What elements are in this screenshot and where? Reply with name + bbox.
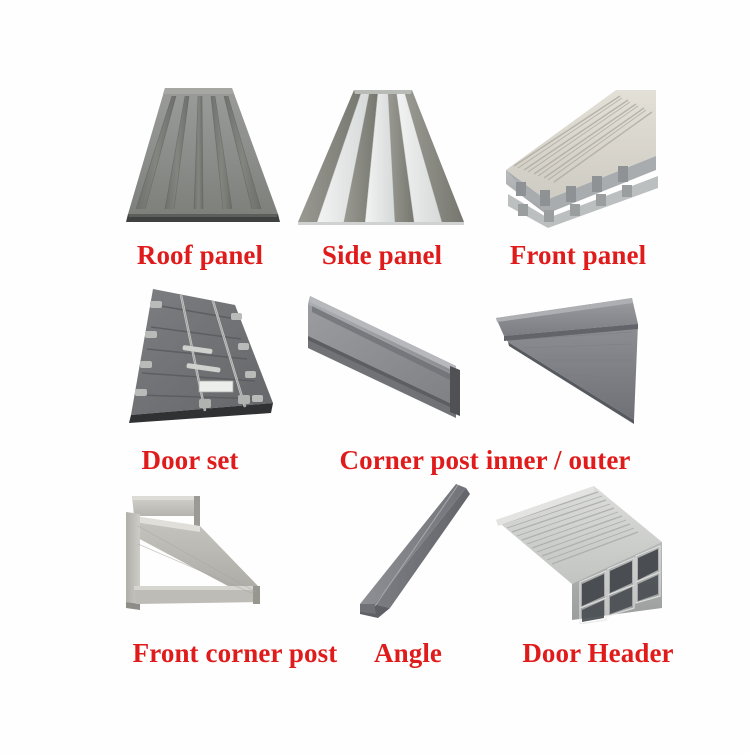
container-door-set-icon [95,283,285,431]
label-door-set: Door set [141,445,239,475]
product-image-front-panel[interactable] [488,78,668,230]
square-tube-stack-door-header-icon [486,480,672,624]
product-image-corner-post-inner[interactable] [290,288,470,428]
label-front-corner-post: Front corner post [132,638,338,668]
product-image-corner-post-outer[interactable] [482,288,662,430]
product-image-front-corner-post[interactable] [108,482,288,622]
product-image-angle[interactable] [338,478,488,624]
label-corner-post: Corner post inner / outer [339,445,631,475]
label-angle: Angle [374,638,442,668]
c-channel-corner-post-inner-icon [290,288,470,428]
product-image-door-set[interactable] [95,283,285,431]
corrugated-side-panel-icon [292,82,472,230]
label-roof-panel: Roof panel [136,240,264,270]
label-side-panel: Side panel [321,240,443,270]
label-door-header: Door Header [522,638,674,668]
corrugated-roof-panel-icon [110,78,290,230]
product-image-door-header[interactable] [486,480,672,624]
product-image-roof-panel[interactable] [110,78,290,230]
label-front-panel: Front panel [509,240,647,270]
stacked-front-panel-icon [488,78,668,230]
angle-bar-icon [338,478,488,624]
product-image-side-panel[interactable] [292,82,472,230]
z-profile-front-corner-post-icon [108,482,288,622]
l-angle-corner-post-outer-icon [482,288,662,430]
